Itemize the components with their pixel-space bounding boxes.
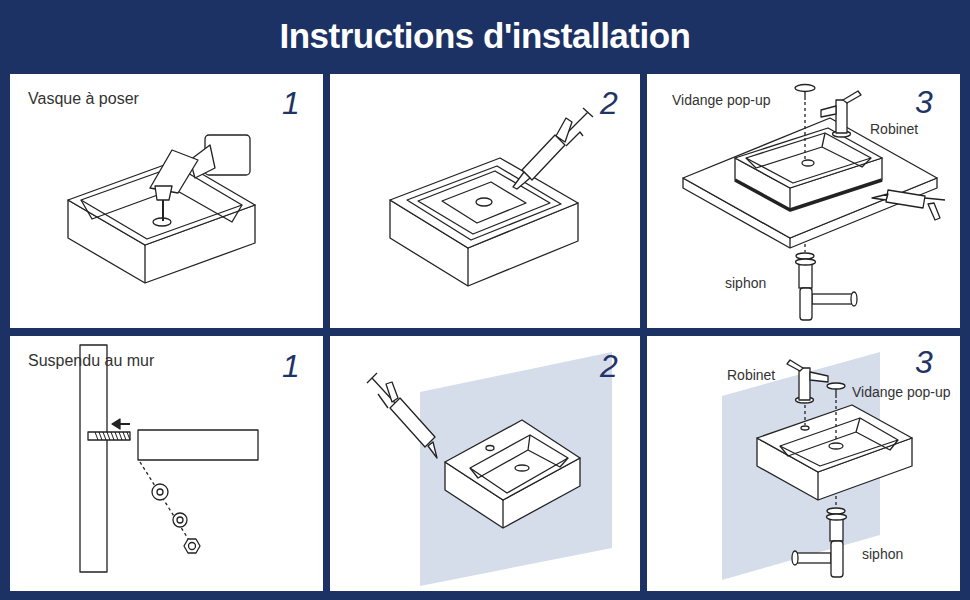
step-panel: Vidange pop-up 3Robinet siphon (647, 74, 960, 328)
step-number: 1 (282, 87, 300, 119)
step-panel: Vasque à poser 1 (10, 74, 323, 328)
part-label: Robinet (870, 122, 918, 137)
part-label: Vidange pop-up (852, 385, 951, 400)
step-number: 3 (915, 86, 933, 118)
step-panel: 2 (330, 336, 640, 591)
step-panel: Robinet 3Vidange pop-up siphon (647, 336, 960, 591)
step-panel: 2 (330, 74, 640, 328)
part-label: Robinet (727, 368, 775, 383)
part-label: siphon (725, 276, 766, 291)
step-number: 3 (915, 346, 933, 378)
step-number: 2 (600, 350, 618, 382)
part-label: Vidange pop-up (672, 93, 771, 108)
step-panel: Suspendu au mur 1 (10, 336, 323, 591)
step-number: 2 (600, 87, 618, 119)
step-heading: Suspendu au mur (28, 352, 154, 370)
step-heading: Vasque à poser (28, 90, 139, 108)
page-title: Instructions d'installation (0, 18, 970, 53)
part-label: siphon (862, 547, 903, 562)
step-number: 1 (282, 350, 300, 382)
